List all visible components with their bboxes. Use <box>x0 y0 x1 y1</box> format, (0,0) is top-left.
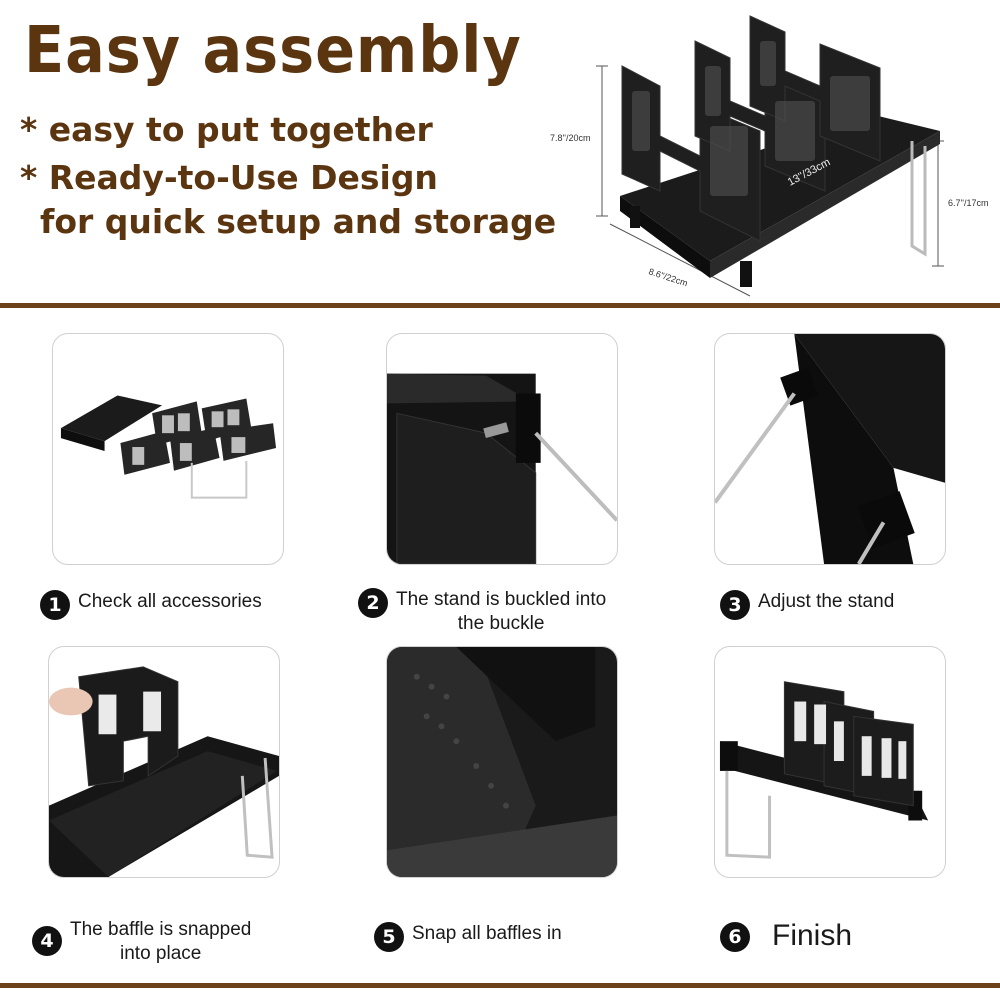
step-1-caption: 1 Check all accessories <box>40 590 262 620</box>
step-1-text: Check all accessories <box>78 591 262 612</box>
dimension-stand-height: 6.7''/17cm <box>948 198 988 208</box>
hero-product-image: 7.8''/20cm 6.7''/17cm 8.6''/22cm 13''/33… <box>540 6 1000 302</box>
bottom-divider <box>0 983 1000 988</box>
step-6-text: Finish <box>772 919 853 952</box>
step-3-photo <box>714 333 946 565</box>
step-number-badge: 5 <box>374 922 404 952</box>
step-2-text-line2: the buckle <box>457 613 545 634</box>
step-4-caption: 4 The baffle is snapped into place <box>32 918 251 966</box>
page-title: Easy assembly <box>24 14 522 88</box>
step-number-badge: 1 <box>40 590 70 620</box>
step-4-text-line1: The baffle is snapped <box>70 919 252 940</box>
step-3-text: Adjust the stand <box>758 591 895 612</box>
step-6-caption: 6 Finish <box>720 920 852 952</box>
step-number-badge: 3 <box>720 590 750 620</box>
step-number-badge: 4 <box>32 926 62 956</box>
feature-bullet-3: for quick setup and storage <box>40 202 557 241</box>
step-5-photo <box>386 646 618 878</box>
step-2-photo <box>386 333 618 565</box>
dimension-height: 7.8''/20cm <box>550 133 590 143</box>
step-4-photo <box>48 646 280 878</box>
step-5-caption: 5 Snap all baffles in <box>374 922 562 952</box>
step-4-text-line2: into place <box>120 943 202 964</box>
step-5-text: Snap all baffles in <box>412 923 562 944</box>
step-1-photo <box>52 333 284 565</box>
top-divider <box>0 303 1000 308</box>
step-3-caption: 3 Adjust the stand <box>720 590 894 620</box>
step-2-caption: 2 The stand is buckled into the buckle <box>358 588 606 636</box>
step-number-badge: 2 <box>358 588 388 618</box>
step-number-badge: 6 <box>720 922 750 952</box>
step-6-photo <box>714 646 946 878</box>
step-2-text-line1: The stand is buckled into <box>396 589 607 610</box>
feature-bullet-2: * Ready-to-Use Design <box>20 158 438 197</box>
feature-bullet-1: * easy to put together <box>20 110 433 149</box>
dimension-width: 8.6''/22cm <box>647 266 689 288</box>
